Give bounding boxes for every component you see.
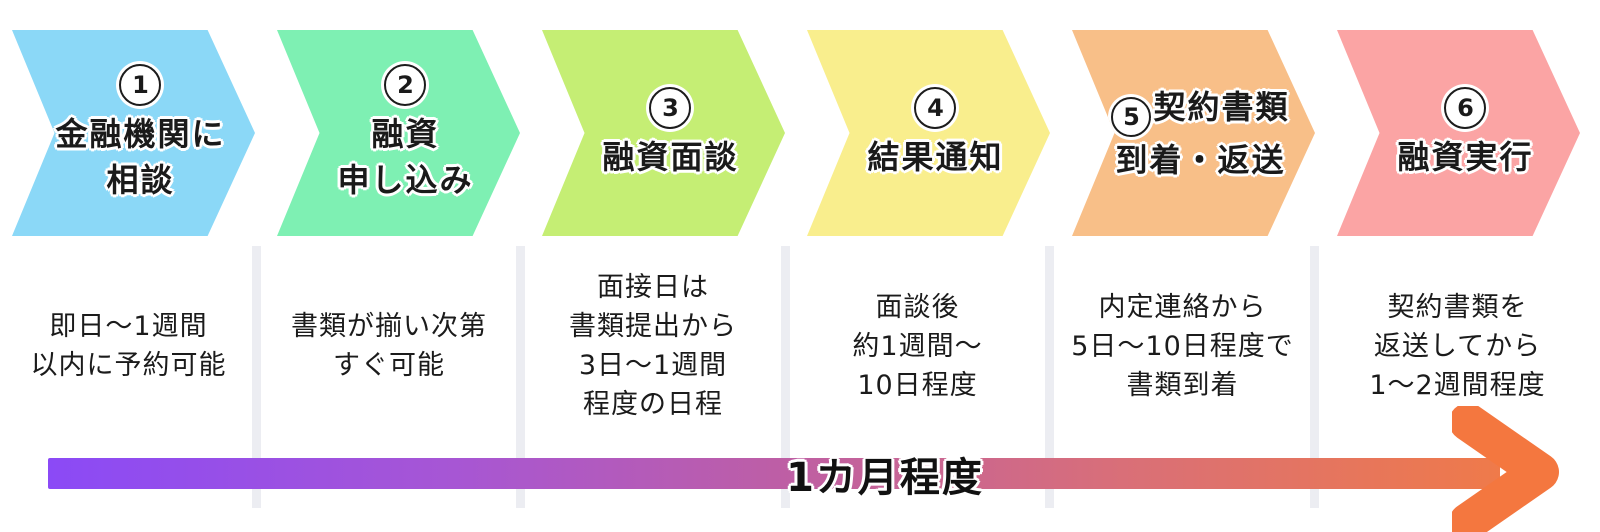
step-2-number-badge: 2 — [384, 63, 427, 106]
step-column-4: 4 結果通知 面談後 約1週間〜 10日程度 — [785, 0, 1050, 532]
step-4-number-badge: 4 — [914, 86, 957, 129]
step-5-description: 内定連絡から 5日〜10日程度で 書類到着 — [1071, 291, 1294, 401]
step-6-chevron: 6 融資実行 — [1337, 30, 1580, 236]
step-1-heading: 1 金融機関に 相談 — [55, 63, 226, 203]
step-1-description: 即日〜1週間 以内に予約可能 — [30, 311, 227, 381]
column-divider-1 — [252, 246, 261, 508]
column-divider-2 — [516, 246, 525, 508]
step-column-2: 2 融資 申し込み 書類が揃い次第 すぐ可能 — [257, 0, 521, 532]
column-divider-5 — [1310, 246, 1319, 508]
step-3-number-badge: 3 — [649, 86, 692, 129]
timeline-arrowhead-icon — [1452, 406, 1559, 532]
step-1-number-badge: 1 — [119, 63, 162, 106]
step-4-description: 面談後 約1週間〜 10日程度 — [852, 291, 983, 401]
step-2-description: 書類が揃い次第 すぐ可能 — [291, 311, 487, 381]
step-2-title: 融資 申し込み — [337, 114, 474, 199]
step-4-heading: 4 結果通知 — [867, 86, 1004, 180]
step-5-number-badge: 5 — [1111, 96, 1152, 137]
step-6-heading: 6 融資実行 — [1397, 86, 1534, 180]
step-3-description: 面接日は 書類提出から 3日〜1週間 程度の日程 — [569, 272, 737, 420]
step-4-title: 結果通知 — [867, 137, 1004, 176]
step-column-6: 6 融資実行 契約書類を 返送してから 1〜2週間程度 — [1315, 0, 1600, 532]
step-6-description: 契約書類を 返送してから 1〜2週間程度 — [1369, 291, 1546, 401]
step-1-chevron: 1 金融機関に 相談 — [12, 30, 255, 236]
step-column-1: 1 金融機関に 相談 即日〜1週間 以内に予約可能 — [0, 0, 257, 532]
step-3-title: 融資面談 — [602, 137, 739, 176]
step-6-title: 融資実行 — [1397, 137, 1534, 176]
step-column-3: 3 融資面談 面接日は 書類提出から 3日〜1週間 程度の日程 — [521, 0, 785, 532]
step-2-heading: 2 融資 申し込み — [337, 63, 474, 203]
step-3-chevron: 3 融資面談 — [542, 30, 785, 236]
step-5-title: 契約書類 到着・返送 — [1115, 87, 1290, 179]
step-1-title: 金融機関に 相談 — [55, 114, 226, 199]
column-divider-3 — [781, 246, 790, 508]
step-3-heading: 3 融資面談 — [602, 86, 739, 180]
timeline-gradient-bar — [48, 458, 1500, 489]
timeline-duration-label: 1カ月程度 — [786, 455, 984, 501]
step-4-chevron: 4 結果通知 — [807, 30, 1050, 236]
column-divider-4 — [1045, 246, 1054, 508]
step-6-number-badge: 6 — [1444, 86, 1487, 129]
step-2-chevron: 2 融資 申し込み — [277, 30, 520, 236]
